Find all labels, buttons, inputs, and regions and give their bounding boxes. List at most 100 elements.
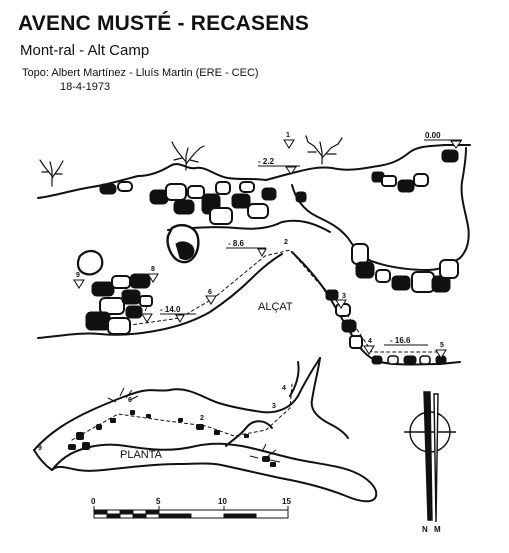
boulder (371, 355, 383, 365)
boulder (349, 335, 363, 349)
boulder (441, 149, 459, 163)
compass-needle-true (433, 393, 439, 523)
station-7-label: 7 (144, 306, 148, 313)
station-5-label: 5 (440, 342, 444, 349)
boulder (375, 269, 391, 283)
north-compass (404, 391, 456, 523)
surface-line-right (291, 144, 471, 174)
station-4-label: 4 (368, 338, 372, 345)
station-2-label: 2 (284, 239, 288, 246)
boulder (165, 183, 187, 201)
boulder (99, 297, 125, 315)
boulder (247, 203, 269, 219)
location-subtitle: Mont-ral - Alt Camp (20, 42, 150, 59)
depth-label-2-2: - 2.2 (258, 157, 275, 166)
plan-upper-wall (33, 357, 321, 451)
survey-date: 18-4-1973 (60, 81, 111, 93)
plan-station-4-label: 4 (282, 385, 286, 392)
survey-title: AVENC MUSTÉ - RECASENS (18, 12, 310, 35)
plan-entrance-wall (33, 449, 53, 471)
boulder (397, 179, 415, 193)
plan-vegetation (107, 387, 281, 463)
boulder (173, 199, 195, 215)
elevation-section-label: ALÇAT (258, 301, 293, 313)
boulder (391, 275, 411, 291)
plan-station-2-label: 2 (200, 415, 204, 422)
surface-shrubs (39, 135, 343, 187)
depth-marker-8-6 (226, 247, 267, 258)
boulder (387, 355, 399, 365)
boulder (85, 311, 111, 331)
boulder (439, 259, 459, 279)
station-9-marker (73, 279, 85, 289)
station-8-label: 8 (151, 266, 155, 273)
plan-section-label: PLANTA (120, 449, 163, 461)
boulder (239, 181, 255, 193)
depth-label-8-6: - 8.6 (228, 239, 245, 248)
depth-label-16-6: - 16.6 (390, 336, 411, 345)
boulder (76, 250, 104, 276)
boulder (129, 273, 151, 289)
station-1-marker (283, 139, 295, 149)
boulder (139, 295, 153, 307)
boulder (325, 289, 339, 301)
upper-passage-line (291, 147, 470, 271)
boulder (91, 281, 115, 297)
depth-label-14: - 14.0 (160, 305, 181, 314)
plan-left-wall (51, 465, 123, 472)
boulder (355, 261, 375, 279)
depth-marker-0 (424, 139, 462, 149)
compass-needle-magnetic (423, 391, 433, 521)
elevation-section (37, 144, 471, 366)
boulder (351, 243, 369, 265)
depth-markers (160, 139, 462, 346)
boulder (335, 303, 351, 317)
shrub-right (305, 135, 343, 165)
depth-label-0: 0.00 (425, 131, 441, 140)
plan-branch-wall-2 (310, 357, 349, 439)
boulder (187, 185, 205, 199)
shrub-left (39, 159, 64, 187)
boulder (261, 187, 277, 201)
boulder (215, 181, 231, 195)
plan-branch-wall (289, 361, 300, 397)
surface-line-left (37, 163, 293, 199)
boulder (419, 355, 431, 365)
station-7-marker (141, 313, 153, 323)
boulder (231, 193, 251, 209)
boulder (121, 289, 141, 305)
survey-credits: Topo: Albert Martínez - Lluís Martin (ER… (22, 67, 259, 79)
station-4-marker (363, 345, 375, 355)
chamber-left-floor (37, 253, 283, 339)
station-3-marker (335, 299, 347, 309)
compass-n-label: N (422, 525, 428, 534)
station-9-label: 9 (76, 272, 80, 279)
boulder (99, 183, 117, 195)
scale-tick-0: 0 (91, 497, 96, 506)
station-8-marker (147, 273, 159, 283)
station-6-marker (205, 295, 217, 305)
shrub-mid (171, 141, 205, 171)
scale-tick-5: 5 (156, 497, 161, 506)
boulders (76, 149, 459, 365)
plan-side-passage (225, 420, 273, 447)
boulder (117, 181, 133, 192)
boulder (295, 191, 307, 203)
boulder (107, 317, 131, 335)
plan-section (33, 357, 378, 503)
compass-m-label: M (434, 525, 441, 534)
station-1-label: 1 (286, 132, 290, 139)
boulder (209, 207, 233, 225)
mid-wall-line (167, 219, 331, 233)
depth-marker-14 (160, 313, 196, 324)
plan-rubble (68, 410, 276, 467)
plan-station-3-label: 3 (272, 403, 276, 410)
scale-tick-10: 10 (218, 497, 227, 506)
boulder (413, 173, 429, 187)
scale-tick-15: 15 (282, 497, 291, 506)
plan-lower-wall (51, 442, 378, 503)
boulder (381, 175, 397, 187)
depth-marker-2-2 (258, 165, 300, 175)
